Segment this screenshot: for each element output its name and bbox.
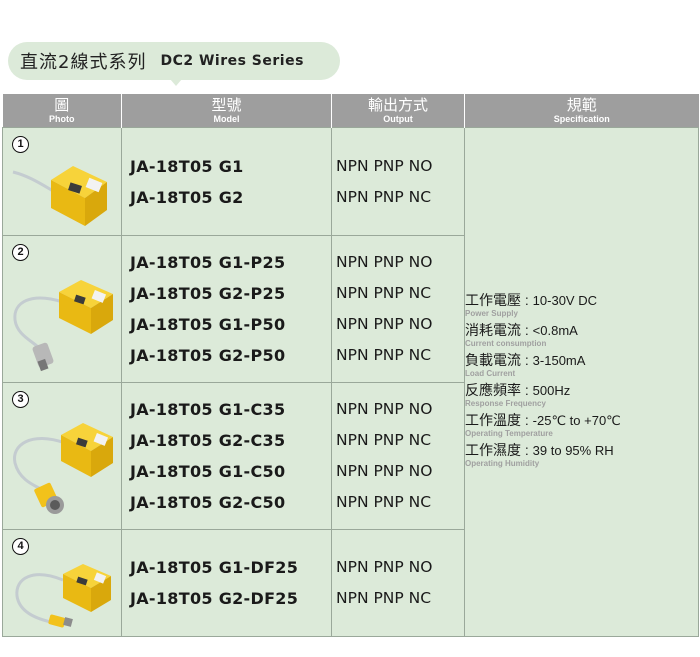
proximity-sensor-with-small-connector-icon [15, 564, 111, 628]
row-number-badge: 1 [12, 136, 29, 153]
title-badge-pointer [170, 79, 182, 86]
model-name: JA-18T05 G1-P50 [130, 315, 286, 334]
output-cell: NPN PNP NO NPN PNP NC NPN PNP NO NPN PNP… [331, 235, 465, 383]
output-cell: NPN PNP NO NPN PNP NC [331, 529, 465, 637]
row-number-badge: 3 [12, 391, 29, 408]
model-name: JA-18T05 G2 [130, 187, 244, 207]
spec-label-en: Response Frequency [465, 399, 546, 408]
model-name: JA-18T05 G1-P25 [130, 253, 286, 272]
model-cell: JA-18T05 G1-P25 JA-18T05 G2-P25 JA-18T05… [121, 235, 332, 383]
output-type: NPN PNP NC [336, 431, 432, 449]
spec-label-en: Operating Temperature [465, 429, 553, 438]
output-type: NPN PNP NC [336, 187, 432, 206]
spec-value: 3-150mA [532, 353, 586, 368]
model-name: JA-18T05 G2-P25 [130, 284, 286, 303]
output-type: NPN PNP NO [336, 156, 433, 175]
proximity-sensor-with-cable-icon [12, 166, 107, 226]
output-type: NPN PNP NO [336, 558, 433, 576]
model-cell: JA-18T05 G1 JA-18T05 G2 [121, 127, 332, 236]
output-cell: NPN PNP NO NPN PNP NC NPN PNP NO NPN PNP… [331, 382, 465, 530]
table-row: 2 JA-18T05 G1-P25 JA-18T05 G2-P25 JA-18T… [2, 235, 699, 383]
spec-label: 消耗電流 [465, 323, 521, 339]
model-name: JA-18T05 G1-C35 [130, 400, 286, 419]
model-cell: JA-18T05 G1-C35 JA-18T05 G2-C35 JA-18T05… [121, 382, 332, 530]
spec-value: 500Hz [532, 383, 571, 398]
spec-value: 10-30V DC [532, 293, 597, 308]
output-type: NPN PNP NC [336, 493, 432, 511]
spec-label-en: Current consumption [465, 339, 547, 348]
spec-label: 工作濕度 [465, 443, 521, 459]
spec-item: 工作電壓 : 10-30V DC Power Supply [465, 292, 698, 318]
output-type: NPN PNP NO [336, 315, 433, 333]
spec-item: 工作濕度 : 39 to 95% RH Operating Humidity [465, 442, 698, 468]
specification-cell: 工作電壓 : 10-30V DC Power Supply 消耗電流 : <0.… [464, 127, 699, 637]
row-number-badge: 2 [12, 244, 29, 261]
spec-item: 工作溫度 : -25℃ to +70℃ Operating Temperatur… [465, 412, 698, 438]
model-name: JA-18T05 G1 [130, 156, 244, 176]
spec-value: -25℃ to +70℃ [532, 413, 621, 428]
spec-label-en: Load Current [465, 369, 516, 378]
photo-cell: 2 [2, 235, 122, 383]
spec-label: 工作電壓 [465, 293, 521, 309]
spec-item: 消耗電流 : <0.8mA Current consumption [465, 322, 698, 348]
photo-cell: 4 [2, 529, 122, 637]
proximity-sensor-with-connector-icon [13, 423, 113, 514]
table-row: 3 JA-18T05 G1-C35 JA-18T05 G2-C35 [2, 382, 699, 530]
table-row: 1 JA-18T05 G1 JA-18T05 G2 NPN P [2, 127, 699, 637]
table-row: 4 JA-18T05 G1-DF25 JA-18T05 G2-DF25 [2, 529, 699, 637]
spec-label: 反應頻率 [465, 383, 521, 399]
proximity-sensor-with-plug-icon [13, 280, 113, 372]
spec-value: 39 to 95% RH [532, 443, 614, 458]
photo-cell: 3 [2, 382, 122, 530]
model-name: JA-18T05 G1-DF25 [130, 558, 299, 577]
output-type: NPN PNP NO [336, 253, 433, 271]
model-cell: JA-18T05 G1-DF25 JA-18T05 G2-DF25 [121, 529, 332, 637]
spec-label: 負載電流 [465, 353, 521, 369]
output-cell: NPN PNP NO NPN PNP NC [331, 127, 465, 236]
output-type: NPN PNP NC [336, 284, 432, 302]
model-name: JA-18T05 G2-DF25 [130, 589, 299, 608]
series-title-badge: 直流2線式系列 DC2 Wires Series [8, 42, 340, 80]
output-type: NPN PNP NC [336, 346, 432, 364]
model-name: JA-18T05 G2-C50 [130, 493, 286, 512]
model-name: JA-18T05 G1-C50 [130, 462, 286, 481]
series-title-cn: 直流2線式系列 [20, 52, 147, 73]
output-type: NPN PNP NC [336, 589, 432, 607]
spec-label-en: Power Supply [465, 309, 518, 318]
output-type: NPN PNP NO [336, 462, 433, 480]
output-type: NPN PNP NO [336, 400, 433, 418]
spec-item: 反應頻率 : 500Hz Response Frequency [465, 382, 698, 408]
spec-label: 工作溫度 [465, 413, 521, 429]
spec-item: 負載電流 : 3-150mA Load Current [465, 352, 698, 378]
model-name: JA-18T05 G2-P50 [130, 346, 286, 365]
spec-value: <0.8mA [532, 323, 578, 338]
series-title-en: DC2 Wires Series [160, 53, 304, 69]
model-name: JA-18T05 G2-C35 [130, 431, 286, 450]
spec-label-en: Operating Humidity [465, 459, 540, 468]
photo-cell: 1 [2, 127, 122, 236]
row-number-badge: 4 [12, 538, 29, 555]
